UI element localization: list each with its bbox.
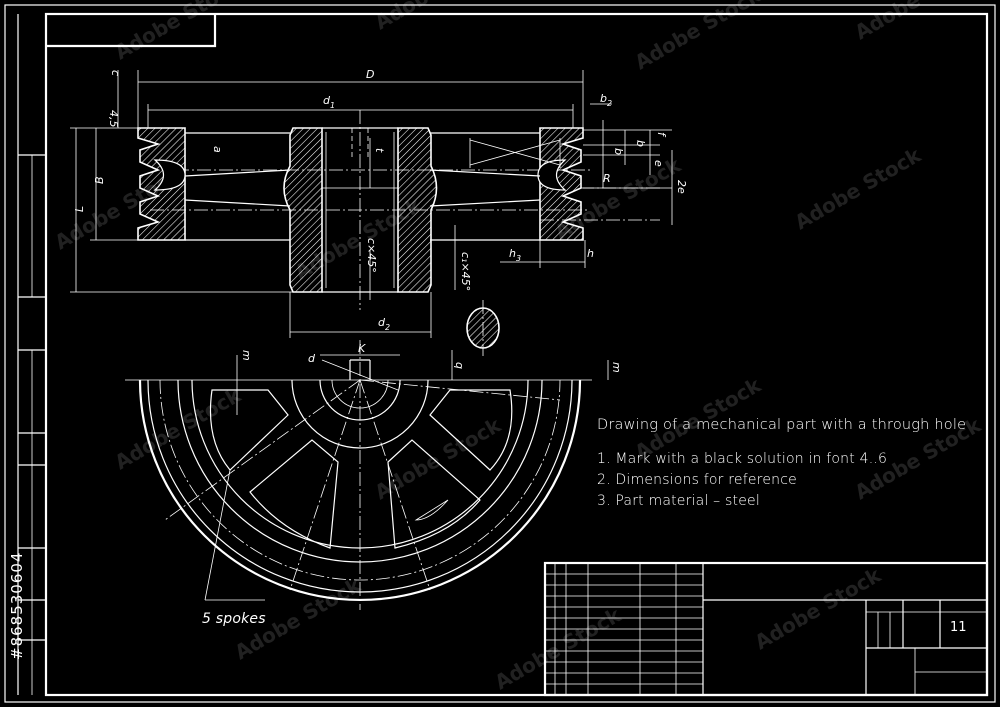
dim-b1: b [634, 140, 647, 147]
note-2: 2. Dimensions for reference [597, 472, 797, 488]
watermark-text: Adobe Stock [791, 143, 926, 235]
watermark-text: Adobe Stock [111, 383, 246, 475]
sheet-number: 11 [950, 620, 967, 635]
dim-D: D [366, 68, 374, 81]
dim-d1: d [323, 94, 331, 107]
dim-f: f [655, 132, 668, 138]
dim-L: L [73, 206, 86, 212]
svg-text:1: 1 [330, 101, 335, 110]
watermark-text: Adobe Stock [111, 0, 246, 64]
dim-c-chamfer: c×45° [365, 238, 378, 273]
dim-b2: b [600, 92, 607, 105]
dim-h3: h [509, 247, 516, 260]
dim-b0: b [612, 148, 625, 155]
svg-text:2: 2 [607, 99, 612, 108]
pulley-section-view: D d 1 d 2 b 2 b b f e 2e R h h 3 B L 4,5… [70, 68, 688, 356]
pulley-front-view: K d q m m [125, 340, 623, 610]
dim-m2: m [240, 350, 253, 361]
dim-a: a [211, 146, 224, 153]
watermark-text: Adobe Stock [631, 0, 766, 74]
dim-c-value: 4,5 [107, 110, 120, 128]
spokes-callout: 5 spokes [202, 611, 266, 627]
dim-m1: m [610, 362, 623, 373]
stock-id: #868530604 [8, 551, 26, 660]
watermark-text: Adobe Stock [751, 563, 886, 655]
dim-h: h [587, 247, 594, 260]
drawing-title: Drawing of a mechanical part with a thro… [597, 417, 967, 433]
dim-2e: 2e [675, 180, 688, 194]
svg-text:3: 3 [516, 254, 521, 263]
dim-t2: t [373, 148, 386, 153]
dim-c1-chamfer: c₁×45° [459, 252, 472, 291]
dim-c2: c [109, 70, 122, 76]
dim-d-small: d [308, 352, 316, 365]
note-1: 1. Mark with a black solution in font 4.… [597, 451, 888, 467]
watermark-text: Adobe Stock [491, 603, 626, 695]
dim-e: e [652, 160, 665, 167]
sheet-frame [4, 4, 996, 703]
svg-text:2: 2 [385, 323, 390, 332]
note-3: 3. Part material – steel [597, 493, 760, 509]
dim-d2: d [378, 316, 386, 329]
dim-q: q [453, 362, 466, 369]
dim-R: R [603, 172, 611, 185]
dim-K: K [358, 342, 366, 355]
watermark-text: Adobe Stock [851, 0, 986, 44]
title-block [543, 561, 989, 697]
dim-B: B [93, 176, 106, 184]
